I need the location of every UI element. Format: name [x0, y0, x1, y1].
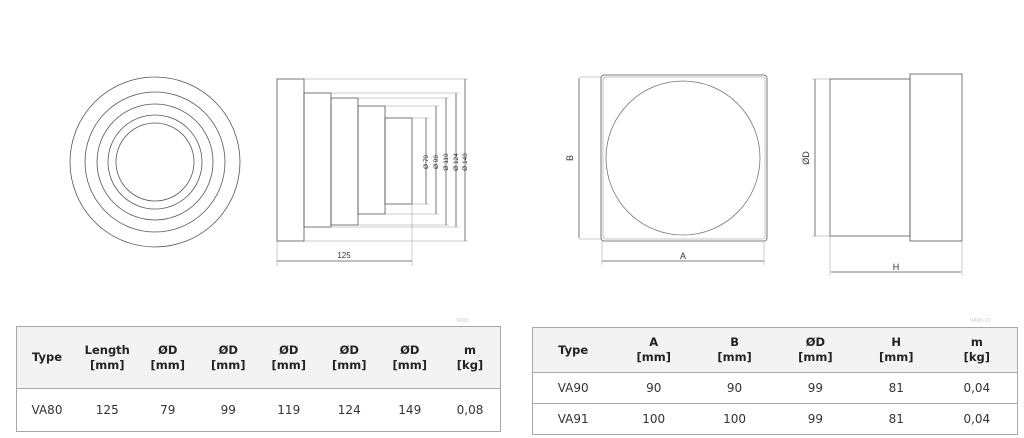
cell: 81: [855, 372, 937, 404]
header-d: ØD[mm]: [137, 326, 198, 389]
cell: 99: [774, 372, 856, 404]
cell: 99: [198, 388, 259, 432]
cell: 119: [258, 388, 319, 432]
header-mass: m[kg]: [440, 326, 501, 389]
header-b: B[mm]: [694, 327, 775, 373]
header-d: ØD[mm]: [319, 326, 380, 389]
cell: 125: [77, 388, 138, 432]
dim-b: B: [565, 155, 575, 161]
cell: 90: [613, 372, 695, 404]
header-d: ØD[mm]: [379, 326, 440, 389]
cell: VA90: [532, 372, 614, 404]
cell: 79: [137, 388, 198, 432]
front-view-circles: [69, 76, 241, 248]
cell: 124: [319, 388, 380, 432]
dim-d149: Ø 149: [462, 153, 469, 171]
cell: 0,04: [936, 372, 1018, 404]
cell: 99: [774, 403, 856, 435]
technical-drawings: Ø 79 Ø 99 Ø 119 Ø 124 Ø 149 125 B A ØD H: [69, 73, 963, 276]
dim-d119: Ø 119: [443, 153, 450, 171]
header-type: Type: [532, 327, 614, 373]
dim-d: ØD: [801, 151, 811, 165]
table1-caption: VA80: [456, 318, 469, 324]
dim-a: A: [680, 251, 686, 261]
header-mass: m[kg]: [936, 327, 1018, 373]
cell: VA91: [532, 403, 614, 435]
cell: 81: [855, 403, 937, 435]
cell: 100: [613, 403, 695, 435]
side-view-stepped: [276, 78, 468, 266]
header-a: A[mm]: [613, 327, 695, 373]
cell: 0,04: [936, 403, 1018, 435]
table-row: VA90 90 90 99 81 0,04: [532, 372, 1018, 404]
table-row: VA91 100 100 99 81 0,04: [532, 403, 1018, 435]
table-row: VA80 125 79 99 119 124 149 0,08: [16, 388, 501, 432]
table-header-row: Type A[mm] B[mm] ØD[mm] H[mm] m[kg]: [532, 327, 1018, 373]
cell: 0,08: [440, 388, 501, 432]
header-d: ØD[mm]: [198, 326, 259, 389]
spec-table-va80: Type Length[mm] ØD[mm] ØD[mm] ØD[mm] ØD[…: [16, 326, 501, 432]
cell: VA80: [16, 388, 77, 432]
spec-table-va90-91: Type A[mm] B[mm] ØD[mm] H[mm] m[kg] VA90…: [532, 327, 1018, 435]
dim-d124: Ø 124: [453, 153, 460, 171]
header-type: Type: [16, 326, 77, 389]
cell: 149: [379, 388, 440, 432]
header-d: ØD[mm]: [774, 327, 856, 373]
cell: 100: [694, 403, 775, 435]
header-length: Length[mm]: [77, 326, 138, 389]
header-h: H[mm]: [855, 327, 937, 373]
dim-d99: Ø 99: [433, 155, 440, 169]
table-header-row: Type Length[mm] ØD[mm] ØD[mm] ØD[mm] ØD[…: [16, 326, 501, 389]
square-side-view: [812, 73, 963, 276]
dim-h: H: [893, 262, 900, 272]
cell: 90: [694, 372, 775, 404]
dim-length: 125: [337, 251, 351, 260]
dim-d79: Ø 79: [423, 155, 430, 169]
table2-caption: VA90-91: [970, 318, 992, 324]
header-d: ØD[mm]: [258, 326, 319, 389]
square-front-view: [578, 74, 768, 265]
